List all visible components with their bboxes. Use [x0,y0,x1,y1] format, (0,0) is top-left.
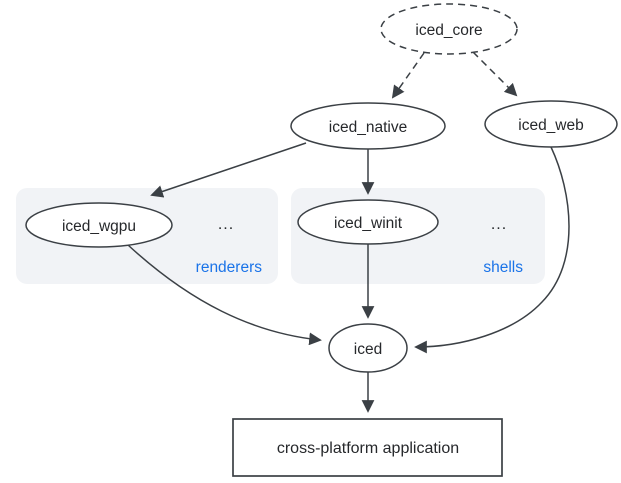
edge-native-to-wgpu [150,142,307,198]
renderers-ellipsis: ... [218,216,234,233]
edge-core-to-native [391,52,425,99]
renderers-group-label: renderers [196,259,263,276]
node-iced-native-label: iced_native [329,119,407,136]
node-iced-web [484,100,618,148]
node-application-label: cross-platform application [277,440,459,457]
node-iced-winit [297,199,439,245]
node-iced-wgpu [25,202,173,248]
node-iced-native [290,102,446,150]
node-application [232,418,503,477]
node-iced-winit-label: iced_winit [334,215,403,232]
node-iced-web-label: iced_web [518,117,584,134]
edge-core-to-web [472,51,518,97]
node-iced-wgpu-label: iced_wgpu [62,218,136,235]
node-iced-label: iced [354,341,382,358]
edge-wgpu-to-iced [127,244,322,346]
node-iced-core [380,3,518,55]
edge-web-to-iced [414,146,570,354]
node-iced-core-label: iced_core [415,22,482,39]
shells-group-label: shells [483,259,523,276]
node-iced [328,323,408,373]
shells-ellipsis: ... [491,216,507,233]
